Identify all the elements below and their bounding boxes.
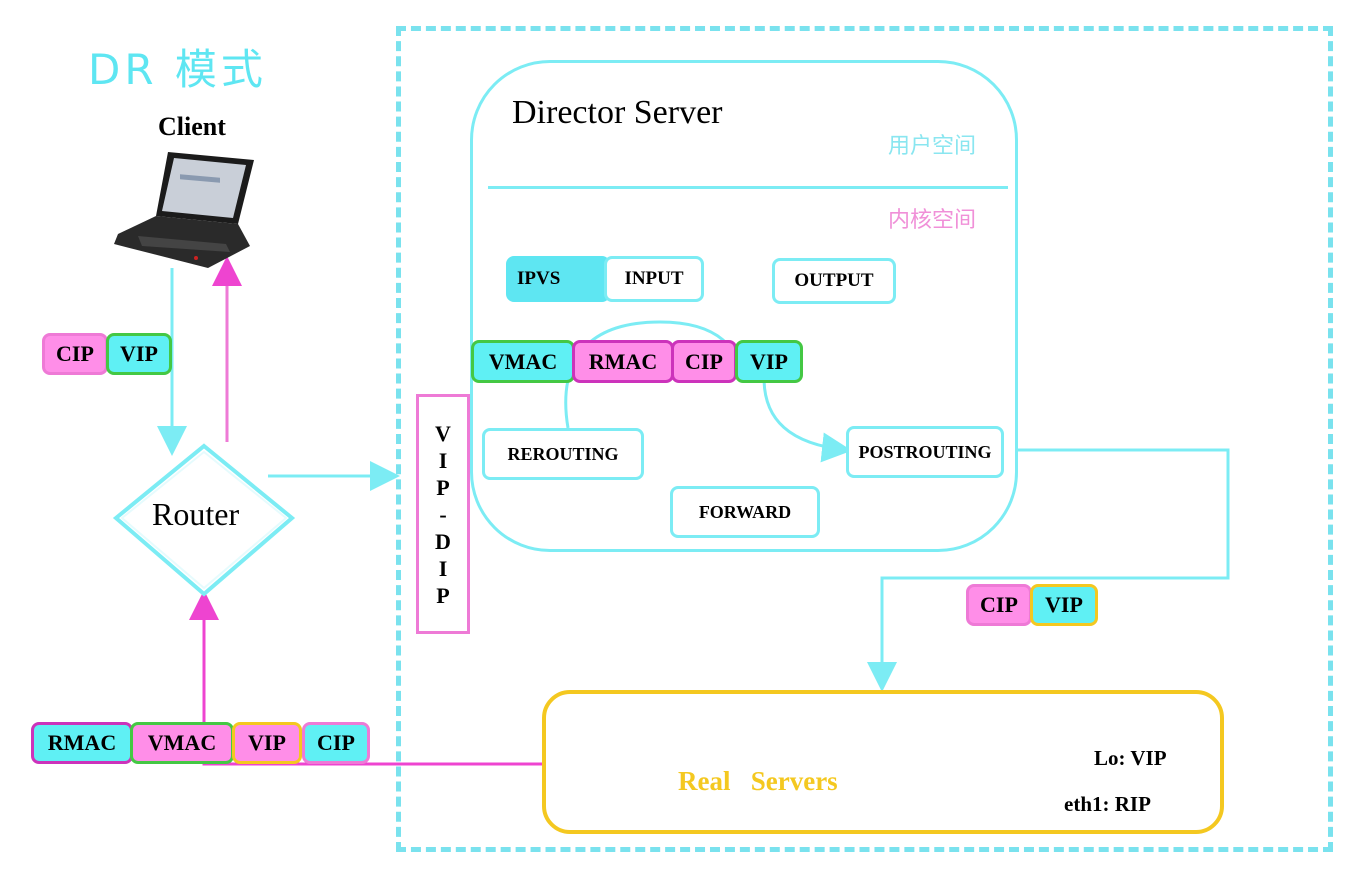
vip-dip-char: P — [436, 582, 450, 608]
packet-rmac: RMAC — [31, 722, 133, 764]
vip-dip-interface: V I P - D I P — [416, 394, 470, 634]
packet-vmac: VMAC — [130, 722, 234, 764]
director-region — [396, 26, 1333, 852]
vip-dip-char: I — [438, 447, 448, 473]
forward-node: FORWARD — [670, 486, 820, 538]
vip-dip-char: I — [438, 555, 448, 581]
packet-vip: VIP — [106, 333, 172, 375]
vip-dip-char: V — [435, 420, 451, 446]
space-divider — [488, 186, 1008, 189]
real-to-router-line — [189, 590, 542, 766]
postrouting-node: POSTROUTING — [846, 426, 1004, 478]
vip-dip-char: D — [435, 528, 451, 554]
postrouting-to-real-line — [867, 448, 1230, 692]
output-node: OUTPUT — [772, 258, 896, 304]
user-space-label: 用户空间 — [888, 134, 977, 159]
packet-cip: CIP — [42, 333, 108, 375]
packet-vip: VIP — [1030, 584, 1098, 626]
router-label: Router — [152, 496, 240, 532]
input-node: INPUT — [604, 256, 704, 302]
kernel-space-label: 内核空间 — [888, 208, 977, 233]
rerouting-node: REROUTING — [482, 428, 644, 480]
vip-to-postrouting-line — [762, 377, 852, 463]
router-diamond — [112, 443, 296, 597]
vip-dip-char: - — [439, 501, 447, 527]
packet-vip: VIP — [232, 722, 302, 764]
lo-vip-label: Lo: VIP — [1094, 746, 1167, 770]
director-server-label: Director Server — [512, 94, 723, 131]
ipvs-node: IPVS — [506, 256, 610, 302]
real-servers — [542, 690, 1224, 834]
page-title: DR 模式 — [88, 45, 267, 94]
laptop-icon — [114, 152, 254, 268]
packet-vmac: VMAC — [471, 340, 575, 383]
client-label: Client — [158, 112, 226, 141]
packet-rmac: RMAC — [572, 340, 674, 383]
packet-cip: CIP — [966, 584, 1032, 626]
packet-vip: VIP — [735, 340, 803, 383]
vip-dip-char: P — [436, 474, 450, 500]
real-servers-label: Real Servers — [678, 766, 838, 796]
packet-cip: CIP — [671, 340, 737, 383]
eth1-rip-label: eth1: RIP — [1064, 792, 1151, 816]
packet-cip: CIP — [302, 722, 370, 764]
director-server — [470, 60, 1018, 552]
